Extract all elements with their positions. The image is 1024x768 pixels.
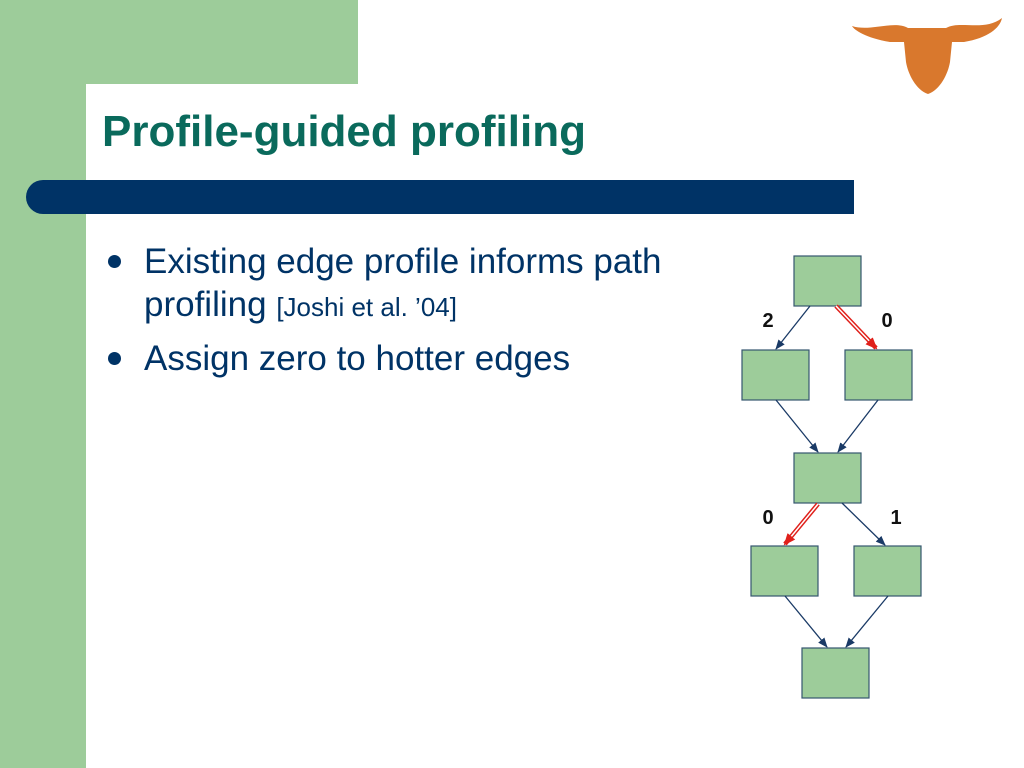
graph-edge: [775, 305, 811, 350]
bullet-dot-icon: [108, 255, 121, 268]
sidebar-decoration: [0, 0, 86, 768]
hot-graph-edge: [783, 502, 820, 546]
graph-node: [793, 255, 862, 307]
graph-edge: [775, 399, 819, 453]
graph-node: [844, 349, 913, 401]
bullet-text: Assign zero to hotter edges: [144, 339, 571, 378]
longhorn-icon: [852, 18, 1002, 94]
bullet-list: Existing edge profile informs path profi…: [104, 240, 684, 388]
edge-label: 0: [762, 507, 773, 529]
graph-node: [750, 545, 819, 597]
bullet-item: Assign zero to hotter edges: [104, 337, 684, 380]
bullet-dot-icon: [108, 352, 121, 365]
graph-node: [853, 545, 922, 597]
graph-edge: [845, 595, 889, 648]
title-underline-bar: [26, 180, 854, 214]
graph-edge: [841, 502, 886, 546]
graph-node: [793, 452, 862, 504]
graph-edge: [837, 399, 879, 453]
graph-node: [741, 349, 810, 401]
graph-node: [801, 647, 870, 699]
control-flow-graph: 2 0 0 1: [741, 255, 922, 699]
edge-label: 2: [762, 310, 773, 332]
bullet-text: Existing edge profile informs path profi…: [144, 242, 662, 324]
bullet-item: Existing edge profile informs path profi…: [104, 240, 684, 329]
edge-label: 1: [890, 507, 901, 529]
bullet-citation: [Joshi et al. ’04]: [276, 292, 457, 322]
hot-graph-edge: [834, 304, 878, 350]
page-title: Profile-guided profiling: [102, 107, 586, 156]
edge-label: 0: [881, 310, 892, 332]
top-left-decoration: [0, 0, 358, 84]
graph-edge: [784, 595, 828, 648]
